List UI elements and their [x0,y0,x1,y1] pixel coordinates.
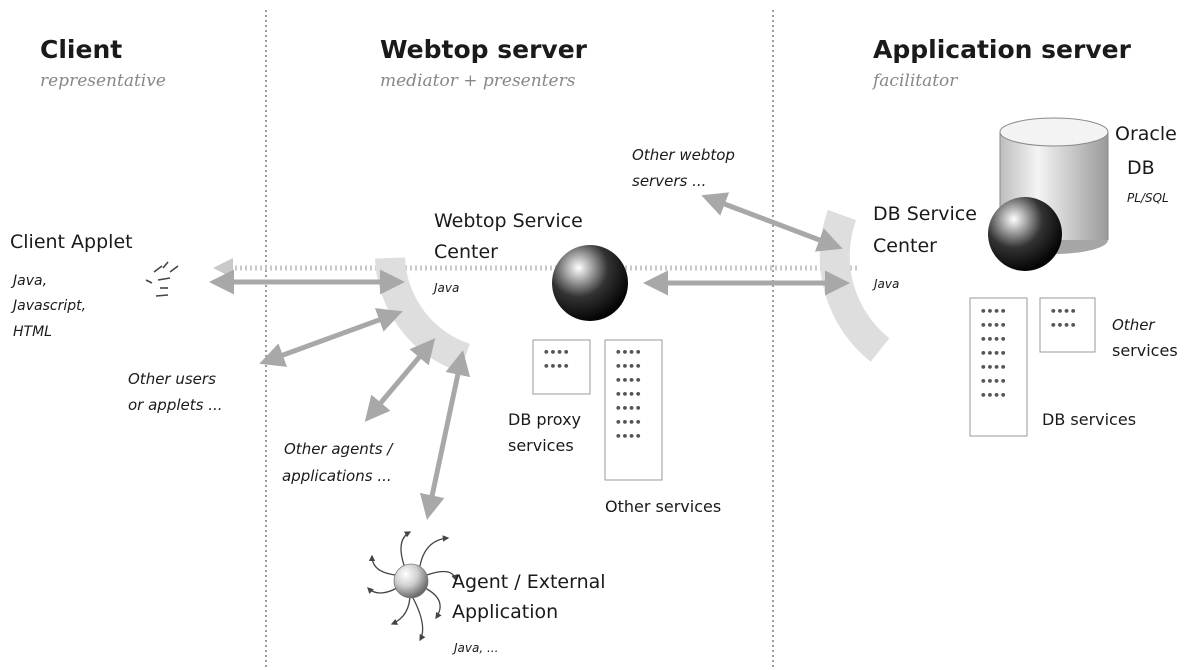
svg-text:••••: •••• [980,319,1007,332]
webtop-other-services-label: Other services [605,497,721,516]
db-sphere-icon [988,197,1062,271]
app-subtitle: facilitator [871,71,958,91]
other-users-line1: Other users [128,370,216,388]
client-applet-tech-1: Java, [10,273,47,289]
arrow-agents-webtop [364,338,436,422]
oracle-label-2: DB [1127,157,1155,179]
app-other-dots-2: •••• [1050,319,1077,332]
db-center-tech: Java [872,277,899,291]
db-services-dots: •••• •••• •••• •••• •••• •••• •••• [980,305,1007,402]
agent-label-1: Agent / External [452,571,606,593]
oracle-label-1: Oracle [1115,123,1177,145]
svg-text:••••: •••• [980,305,1007,318]
db-proxy-label-1: DB proxy [508,410,581,429]
client-header: Client [40,35,122,64]
app-other-label-1: Other [1112,316,1155,334]
other-agents-line1: Other agents / [284,440,394,458]
client-applet-tech-2: Javascript, [10,298,86,314]
svg-text:••••: •••• [615,416,642,429]
app-other-services-box [1039,297,1096,353]
other-webtop-line2: servers ... [632,172,706,190]
other-agents-line2: applications ... [282,467,392,485]
webtop-hub-arc [375,256,471,373]
client-applet-label: Client Applet [10,231,133,253]
app-header: Application server [873,35,1132,64]
webtop-center-line1: Webtop Service [434,210,583,232]
svg-text:••••: •••• [615,346,642,359]
arrow-agent-webtop [419,350,471,520]
db-services-label: DB services [1042,410,1136,429]
arrow-otherwebtop-db [701,192,843,252]
svg-text:••••: •••• [980,347,1007,360]
svg-text:••••: •••• [615,360,642,373]
app-other-dots-1: •••• [1050,305,1077,318]
svg-text:••••: •••• [980,389,1007,402]
webtop-sphere-icon [552,245,628,321]
db-services-box [969,297,1028,437]
svg-text:••••: •••• [980,375,1007,388]
db-proxy-box [532,339,591,395]
other-users-line2: or applets ... [128,396,223,414]
webtop-other-services-box [604,339,663,481]
connection-arrowhead-left [213,258,233,278]
oracle-tech: PL/SQL [1127,191,1169,205]
svg-text:••••: •••• [615,374,642,387]
agent-tech: Java, ... [452,641,498,655]
arrow-users-webtop [259,308,403,367]
svg-text:••••: •••• [615,402,642,415]
webtop-center-line2: Center [434,241,498,263]
webtop-center-tech: Java [432,281,459,295]
db-proxy-label-2: services [508,436,574,455]
db-proxy-dots-1: •••• [543,346,570,359]
svg-text:••••: •••• [980,333,1007,346]
svg-text:••••: •••• [615,388,642,401]
other-webtop-line1: Other webtop [632,146,735,164]
db-proxy-dots-2: •••• [543,360,570,373]
client-applet-tech-3: HTML [13,324,52,340]
webtop-subtitle: mediator + presenters [380,71,576,91]
applet-icon [145,261,179,297]
db-center-line2: Center [873,235,937,257]
agent-label-2: Application [452,601,558,623]
webtop-other-services-dots: •••• •••• •••• •••• •••• •••• •••• [615,346,642,443]
svg-text:••••: •••• [980,361,1007,374]
app-other-label-2: services [1112,341,1178,360]
client-subtitle: representative [40,71,166,91]
db-center-line1: DB Service [873,203,977,225]
svg-text:••••: •••• [615,430,642,443]
agent-sphere-icon [393,563,429,599]
webtop-header: Webtop server [380,35,588,64]
